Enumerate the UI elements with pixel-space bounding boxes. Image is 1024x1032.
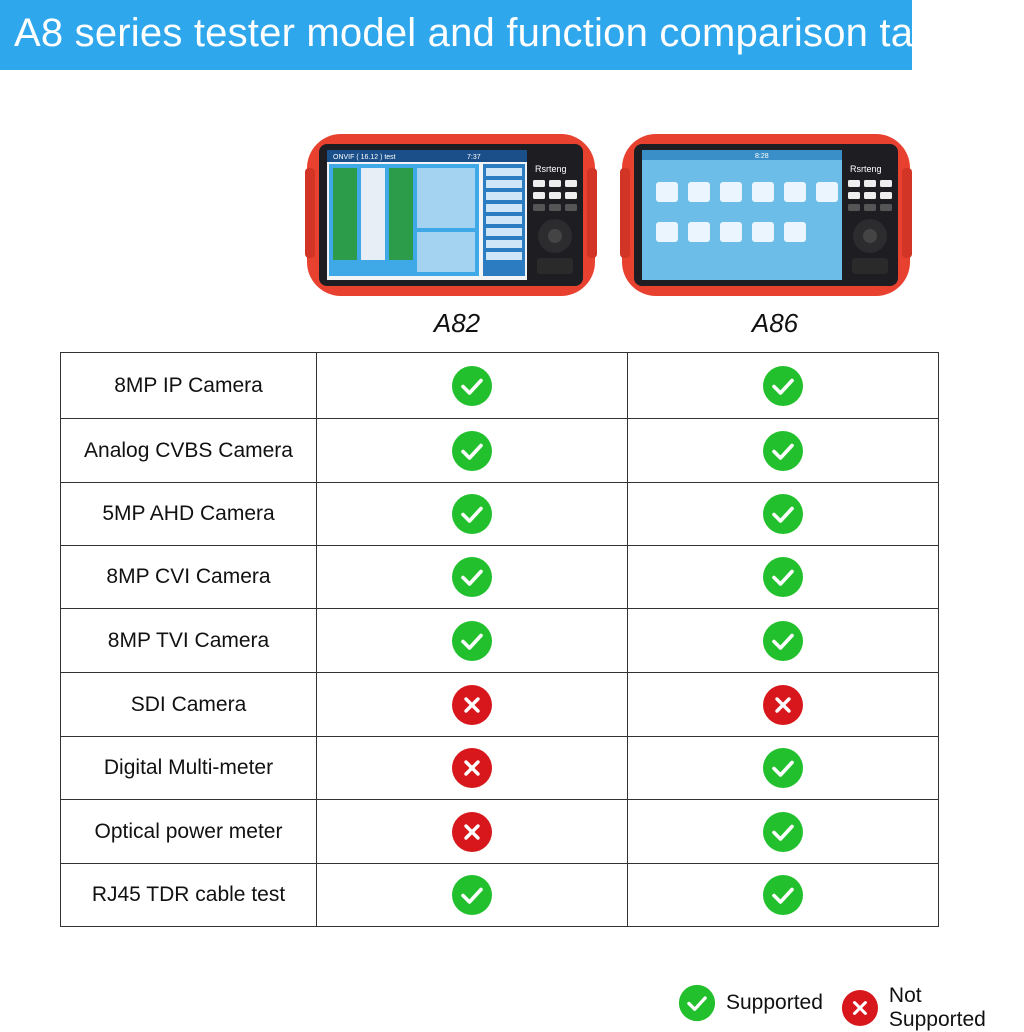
check-icon bbox=[762, 430, 804, 472]
feature-name: 8MP CVI Camera bbox=[60, 545, 317, 609]
check-icon bbox=[451, 620, 493, 662]
table-row: Digital Multi-meter bbox=[60, 736, 939, 800]
check-icon bbox=[451, 365, 493, 407]
check-icon bbox=[762, 874, 804, 916]
a82-support-cell bbox=[316, 352, 628, 419]
a82-support-cell bbox=[316, 799, 628, 864]
feature-name: Analog CVBS Camera bbox=[60, 418, 317, 483]
model-label-a82: A82 bbox=[433, 308, 481, 338]
a82-device-image: ONVIF ( 16.12 ) test 7:37 Rsrteng bbox=[305, 134, 597, 296]
table-row: Optical power meter bbox=[60, 799, 939, 864]
a86-support-cell bbox=[627, 545, 939, 609]
legend-supported: Supported bbox=[678, 984, 823, 1022]
feature-name: Optical power meter bbox=[60, 799, 317, 864]
cross-icon bbox=[451, 811, 493, 853]
a86-screen-time: 8:28 bbox=[755, 153, 769, 160]
table-row: 8MP TVI Camera bbox=[60, 608, 939, 673]
a86-support-cell bbox=[627, 418, 939, 483]
table-row: 8MP IP Camera bbox=[60, 352, 939, 419]
a86-support-cell bbox=[627, 352, 939, 419]
cross-icon bbox=[841, 989, 879, 1027]
a82-support-cell bbox=[316, 482, 628, 546]
feature-name: 5MP AHD Camera bbox=[60, 482, 317, 546]
check-icon bbox=[762, 493, 804, 535]
check-icon bbox=[451, 874, 493, 916]
table-row: 5MP AHD Camera bbox=[60, 482, 939, 546]
cross-icon bbox=[451, 747, 493, 789]
feature-name: 8MP IP Camera bbox=[60, 352, 317, 419]
a86-brand: Rsrteng bbox=[850, 164, 882, 174]
feature-name: 8MP TVI Camera bbox=[60, 608, 317, 673]
a82-screen-time: 7:37 bbox=[467, 154, 481, 161]
feature-name: Digital Multi-meter bbox=[60, 736, 317, 800]
feature-name: SDI Camera bbox=[60, 672, 317, 737]
check-icon bbox=[451, 493, 493, 535]
table-row: RJ45 TDR cable test bbox=[60, 863, 939, 927]
a82-support-cell bbox=[316, 418, 628, 483]
feature-name: RJ45 TDR cable test bbox=[60, 863, 317, 927]
check-icon bbox=[762, 811, 804, 853]
a82-support-cell bbox=[316, 863, 628, 927]
check-icon bbox=[762, 556, 804, 598]
a86-support-cell bbox=[627, 863, 939, 927]
table-row: SDI Camera bbox=[60, 672, 939, 737]
table-row: 8MP CVI Camera bbox=[60, 545, 939, 609]
check-icon bbox=[762, 620, 804, 662]
legend-not-supported: Not Supported bbox=[841, 984, 1024, 1032]
check-icon bbox=[451, 430, 493, 472]
a86-support-cell bbox=[627, 608, 939, 673]
legend-supported-label: Supported bbox=[726, 991, 823, 1014]
a86-support-cell bbox=[627, 672, 939, 737]
cross-icon bbox=[762, 684, 804, 726]
cross-icon bbox=[451, 684, 493, 726]
a86-support-cell bbox=[627, 482, 939, 546]
a86-device-image: 8:28 Rsrteng bbox=[620, 134, 912, 296]
a86-support-cell bbox=[627, 736, 939, 800]
a82-support-cell bbox=[316, 736, 628, 800]
a86-support-cell bbox=[627, 799, 939, 864]
legend-not-supported-label: Not Supported bbox=[888, 984, 986, 1031]
page-title: A8 series tester model and function comp… bbox=[0, 0, 967, 70]
model-label-a86: A86 bbox=[751, 308, 799, 338]
check-icon bbox=[678, 984, 716, 1022]
table-row: Analog CVBS Camera bbox=[60, 418, 939, 483]
check-icon bbox=[762, 365, 804, 407]
a82-support-cell bbox=[316, 672, 628, 737]
a82-support-cell bbox=[316, 608, 628, 673]
check-icon bbox=[762, 747, 804, 789]
check-icon bbox=[451, 556, 493, 598]
a82-screen-header: ONVIF ( 16.12 ) test bbox=[333, 154, 396, 161]
a82-brand: Rsrteng bbox=[535, 164, 567, 174]
a82-support-cell bbox=[316, 545, 628, 609]
